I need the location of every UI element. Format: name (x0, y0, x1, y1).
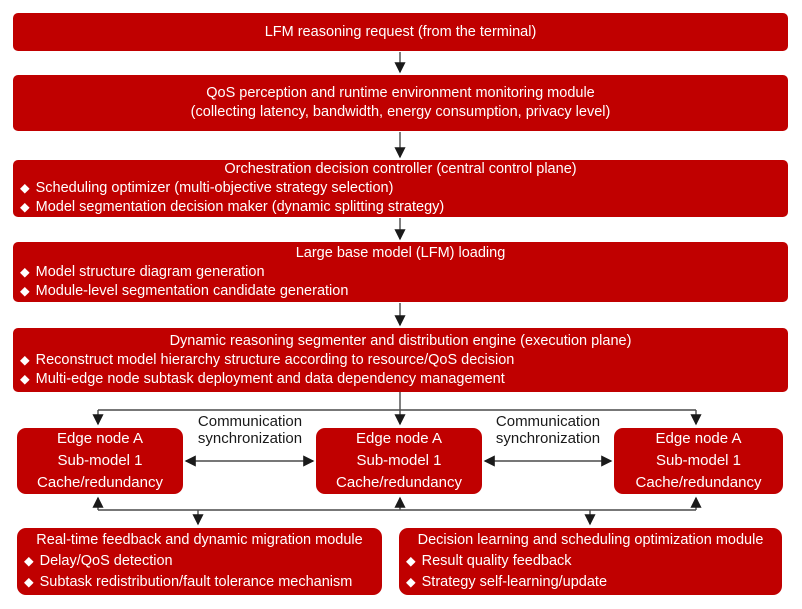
box-title: Orchestration decision controller (centr… (224, 161, 577, 177)
box-segmenter-engine: Dynamic reasoning segmenter and distribu… (13, 328, 788, 392)
box-title: LFM reasoning request (from the terminal… (264, 23, 537, 40)
box-title: Dynamic reasoning segmenter and distribu… (169, 332, 632, 349)
diamond-bullet-icon: ◆ (406, 575, 416, 589)
bullet-item: ◆ Model segmentation decision maker (dyn… (13, 198, 788, 217)
edge-node-line: Sub-model 1 (356, 452, 442, 469)
box-title: Large base model (LFM) loading (295, 244, 506, 261)
bullet-text: Reconstruct model hierarchy structure ac… (35, 351, 515, 368)
bullet-text: Model segmentation decision maker (dynam… (35, 199, 445, 215)
bullet-item: ◆ Reconstruct model hierarchy structure … (13, 351, 788, 370)
edge-node-line: Sub-model 1 (57, 452, 143, 469)
bullet-item: ◆ Multi-edge node subtask deployment and… (13, 370, 788, 389)
diamond-bullet-icon: ◆ (24, 554, 34, 568)
box-edge-node-2: Edge node A Sub-model 1 Cache/redundancy (316, 428, 482, 494)
bullet-item: ◆ Result quality feedback (399, 551, 782, 572)
box-edge-node-1: Edge node A Sub-model 1 Cache/redundancy (17, 428, 183, 494)
box-decision-learning-module: Decision learning and scheduling optimiz… (399, 528, 782, 595)
bullet-text: Strategy self-learning/update (421, 574, 608, 590)
bullet-text: Subtask redistribution/fault tolerance m… (39, 574, 353, 590)
diamond-bullet-icon: ◆ (20, 200, 30, 214)
box-edge-node-3: Edge node A Sub-model 1 Cache/redundancy (614, 428, 783, 494)
bullet-text: Delay/QoS detection (39, 553, 173, 569)
box-feedback-migration-module: Real-time feedback and dynamic migration… (17, 528, 382, 595)
edge-node-line: Cache/redundancy (635, 474, 762, 491)
edge-node-line: Edge node A (57, 430, 143, 447)
box-lfm-loading: Large base model (LFM) loading ◆ Model s… (13, 242, 788, 302)
diamond-bullet-icon: ◆ (20, 264, 30, 279)
bullet-item: ◆ Strategy self-learning/update (399, 572, 782, 593)
edge-node-line: Edge node A (356, 430, 442, 447)
box-lfm-request: LFM reasoning request (from the terminal… (13, 13, 788, 51)
bullet-text: Scheduling optimizer (multi-objective st… (35, 180, 394, 196)
bullet-text: Module-level segmentation candidate gene… (35, 282, 349, 299)
edge-node-line: Cache/redundancy (336, 474, 462, 491)
box-title: QoS perception and runtime environment m… (206, 85, 595, 101)
edge-node-line: Cache/redundancy (37, 474, 163, 491)
sync-label-2: Communication synchronization (483, 413, 613, 447)
box-orchestration-controller: Orchestration decision controller (centr… (13, 160, 788, 217)
sync-label-line: synchronization (197, 429, 303, 447)
sync-label-line: Communication (197, 413, 303, 430)
bullet-text: Model structure diagram generation (35, 263, 265, 280)
bullet-item: ◆ Subtask redistribution/fault tolerance… (17, 572, 382, 593)
edge-node-line: Sub-model 1 (655, 452, 742, 469)
sync-label-1: Communication synchronization (185, 413, 315, 447)
diamond-bullet-icon: ◆ (20, 371, 30, 386)
box-subtitle: (collecting latency, bandwidth, energy c… (190, 104, 611, 120)
bullet-item: ◆ Delay/QoS detection (17, 551, 382, 572)
diamond-bullet-icon: ◆ (24, 575, 34, 589)
box-title: Decision learning and scheduling optimiz… (417, 532, 764, 548)
bullet-text: Multi-edge node subtask deployment and d… (35, 370, 505, 387)
edge-node-line: Edge node A (655, 430, 742, 447)
diamond-bullet-icon: ◆ (406, 554, 416, 568)
diamond-bullet-icon: ◆ (20, 181, 30, 195)
box-title: Real-time feedback and dynamic migration… (36, 532, 363, 548)
sync-label-line: synchronization (495, 429, 601, 447)
diamond-bullet-icon: ◆ (20, 352, 30, 367)
bullet-item: ◆ Scheduling optimizer (multi-objective … (13, 179, 788, 198)
box-qos-monitoring: QoS perception and runtime environment m… (13, 75, 788, 131)
diamond-bullet-icon: ◆ (20, 283, 30, 298)
sync-label-line: Communication (495, 413, 601, 430)
bullet-item: ◆ Model structure diagram generation (13, 263, 788, 282)
bullet-text: Result quality feedback (421, 553, 572, 569)
bullet-item: ◆ Module-level segmentation candidate ge… (13, 282, 788, 301)
